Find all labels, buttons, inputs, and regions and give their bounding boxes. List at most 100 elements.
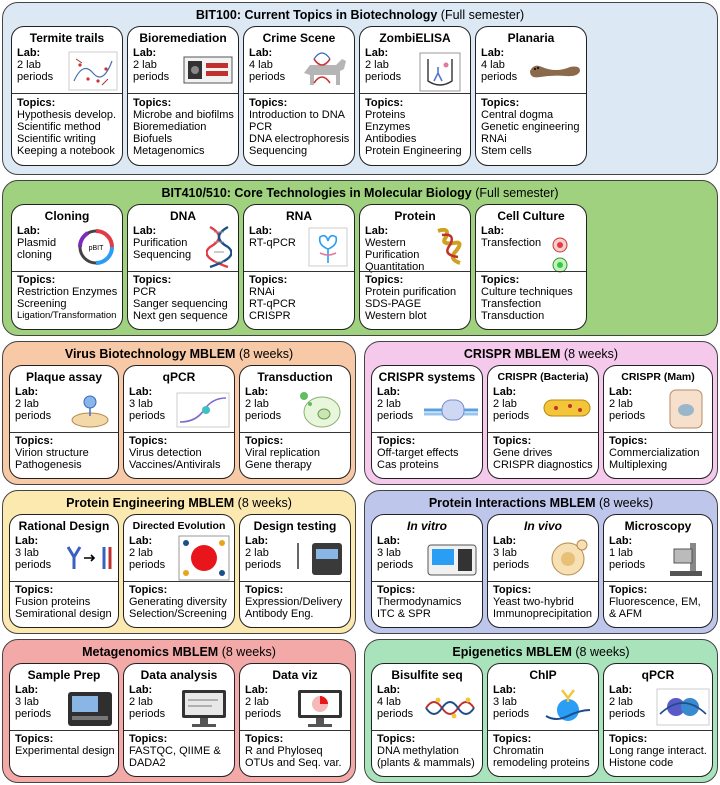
card-title: ChIP — [529, 668, 557, 682]
microscope-icon — [670, 543, 702, 576]
card-title: In vivo — [523, 519, 562, 533]
section-metagenomics: Metagenomics MBLEM (8 weeks) Sample Prep… — [2, 639, 356, 783]
card-title: Cloning — [44, 209, 90, 223]
card-title: CRISPR (Mam) — [621, 371, 695, 383]
section-bit410-510: BIT410/510: Core Technologies in Molecul… — [2, 180, 718, 336]
topics-list: Topics: FASTQC, QIIME &DADA2 — [129, 733, 221, 769]
card-title: qPCR — [641, 668, 675, 682]
plasmid-label: pBIT — [89, 245, 105, 252]
topics-list: Topics: Long range interact.Histone code — [609, 733, 707, 769]
section-virus-biotechnology: Virus Biotechnology MBLEM (8 weeks) Plaq… — [2, 341, 356, 485]
card-title: Bisulfite seq — [391, 668, 463, 682]
protein-ribbon-icon — [437, 227, 462, 265]
section-crispr: CRISPR MBLEM (8 weeks) CRISPR systems La… — [364, 341, 718, 485]
section-protein-interactions: Protein Interactions MBLEM (8 weeks) In … — [364, 490, 718, 634]
cas9-dna-icon — [424, 399, 478, 421]
section-title: Protein Interactions MBLEM (8 weeks) — [428, 496, 654, 510]
section-title: Metagenomics MBLEM (8 weeks) — [82, 645, 276, 659]
antibody-design-icon — [66, 546, 112, 569]
section-protein-engineering: Protein Engineering MBLEM (8 weeks) Rati… — [2, 490, 356, 634]
itc-instrument-icon — [427, 544, 477, 576]
chromatin-ip-icon — [545, 689, 591, 721]
card-title: Protein — [394, 209, 436, 223]
card-title: Plaque assay — [25, 370, 103, 384]
dna-helix-icon — [206, 225, 232, 269]
card-title: Design testing — [253, 519, 337, 533]
sequencer-icon — [68, 692, 112, 726]
qpcr-amplification-icon — [176, 392, 230, 428]
card-title: Rational Design — [18, 519, 110, 533]
yeast-cell-icon — [551, 539, 588, 576]
card-title: DNA — [170, 209, 196, 223]
topics-list: Topics: Experimental design — [15, 733, 115, 757]
card-title: CRISPR systems — [378, 370, 476, 384]
lab-info: Lab:RT-qPCR — [249, 225, 296, 249]
topics-list: Topics: Fluorescence, EM,& AFM — [609, 584, 701, 620]
petri-dish-icon — [71, 395, 109, 428]
card-title: ZombiELISA — [379, 31, 451, 45]
section-title: BIT410/510: Core Technologies in Molecul… — [161, 186, 559, 200]
topics-list: Topics: Hypothesis develop.Scientific me… — [17, 97, 117, 157]
card-title: Crime Scene — [262, 31, 336, 45]
bioreactor-icon — [183, 56, 233, 84]
card-title: Termite trails — [29, 31, 105, 45]
card-title: Bioremediation — [139, 31, 227, 45]
bacterium-icon — [543, 399, 591, 417]
mammalian-cell-icon — [669, 389, 703, 429]
plasmid-icon: pBIT — [77, 229, 114, 265]
topics-list: Topics: DNA methylation(plants & mammals… — [377, 733, 475, 769]
elisa-well-icon — [419, 52, 461, 92]
monitor-icon — [182, 690, 226, 727]
card-title: CRISPR (Bacteria) — [497, 371, 589, 383]
card-cell-culture: Cell Culture Lab:Transfection Topics: Cu… — [475, 204, 587, 330]
section-title: CRISPR MBLEM (8 weeks) — [463, 347, 619, 361]
